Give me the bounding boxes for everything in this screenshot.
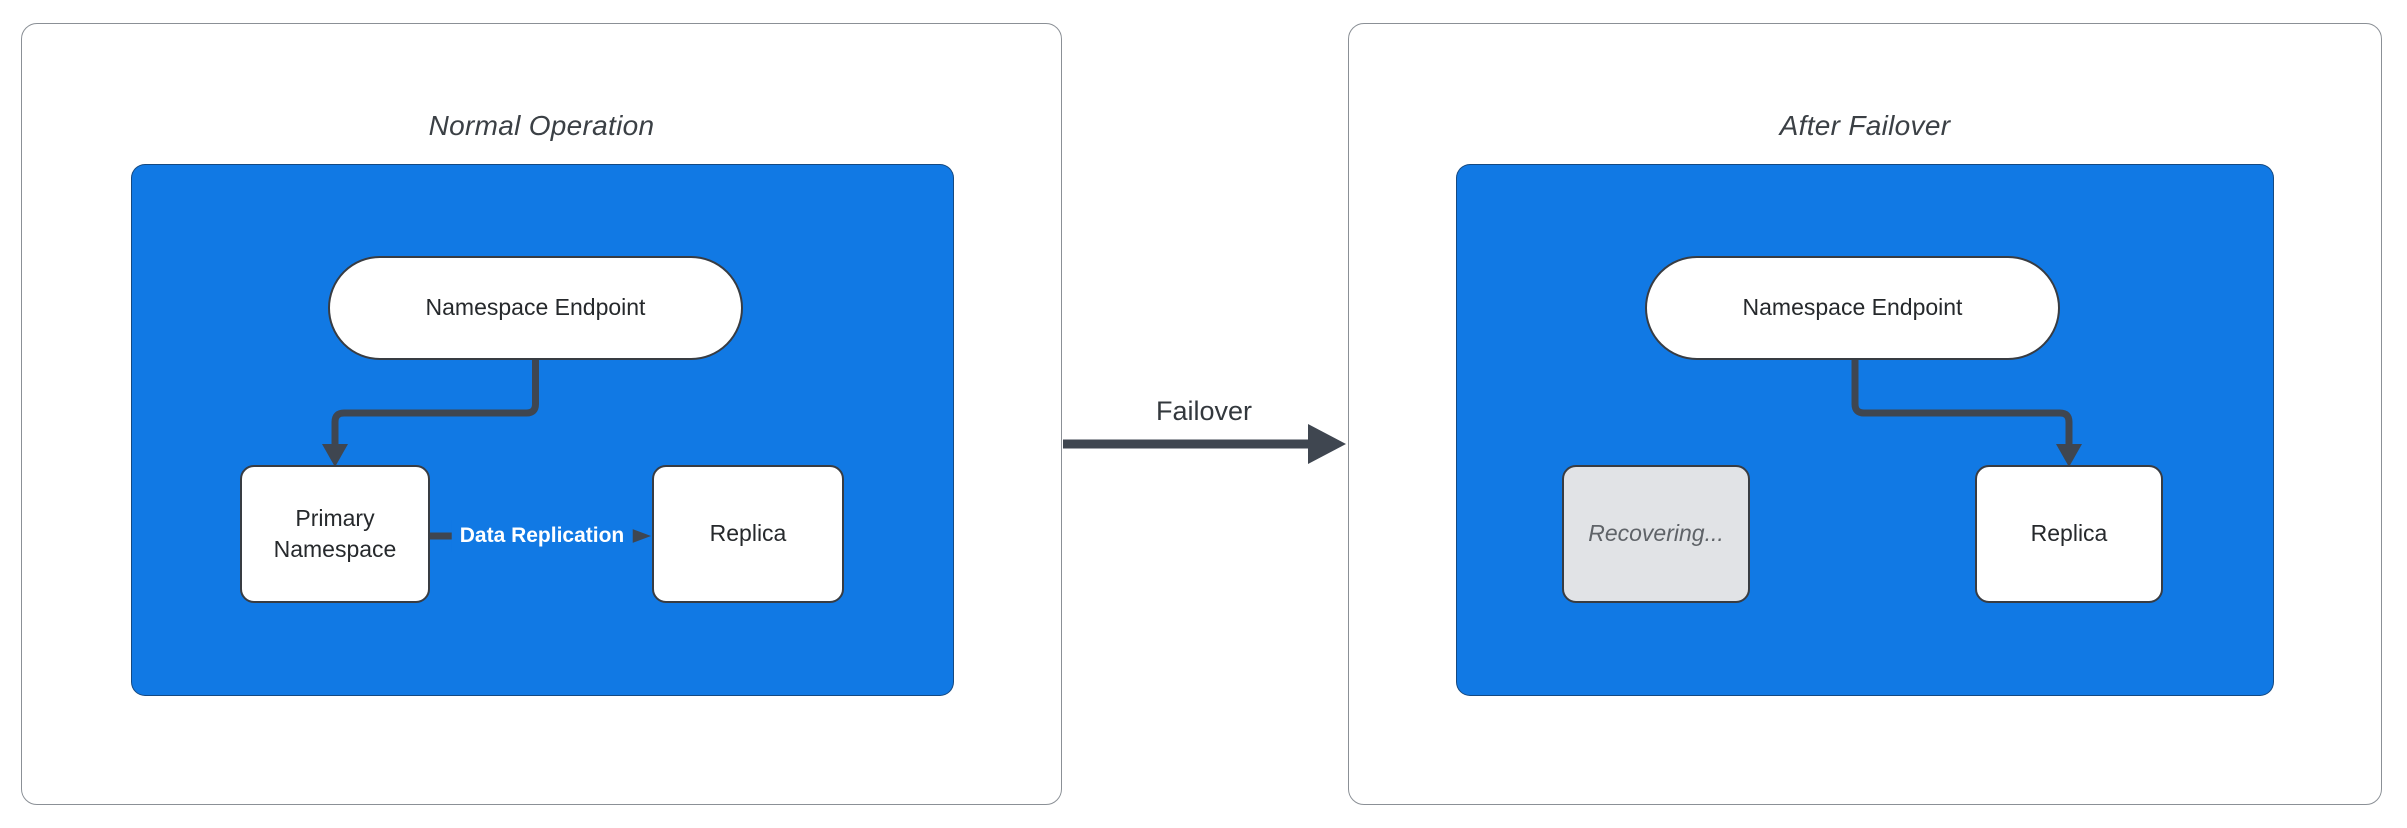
node-label: Recovering... — [1588, 520, 1724, 547]
panel-title-after-failover: After Failover — [1779, 110, 1951, 141]
failover-label: Failover — [1155, 396, 1253, 426]
node-namespace-endpoint-right: Namespace Endpoint — [1645, 256, 2060, 360]
panel-title-normal-operation: Normal Operation — [428, 110, 655, 141]
node-label: Primary Namespace — [273, 504, 397, 562]
node-label: Replica — [2030, 520, 2108, 547]
node-label: Replica — [709, 520, 787, 547]
node-primary-namespace: Primary Namespace — [240, 465, 430, 603]
cluster-box-failover — [1456, 164, 2274, 696]
node-label: Namespace Endpoint — [425, 294, 646, 321]
node-recovering: Recovering... — [1562, 465, 1750, 603]
failover-arrowhead — [1308, 424, 1346, 464]
node-replica-right: Replica — [1975, 465, 2163, 603]
cluster-box-normal — [131, 164, 954, 696]
node-namespace-endpoint-left: Namespace Endpoint — [328, 256, 743, 360]
panel-after-failover: After Failover — [1348, 23, 2382, 805]
edge-label-data-replication: Data Replication — [451, 520, 633, 552]
node-replica-left: Replica — [652, 465, 844, 603]
node-label: Namespace Endpoint — [1742, 294, 1963, 321]
panel-normal-operation: Normal Operation — [21, 23, 1062, 805]
